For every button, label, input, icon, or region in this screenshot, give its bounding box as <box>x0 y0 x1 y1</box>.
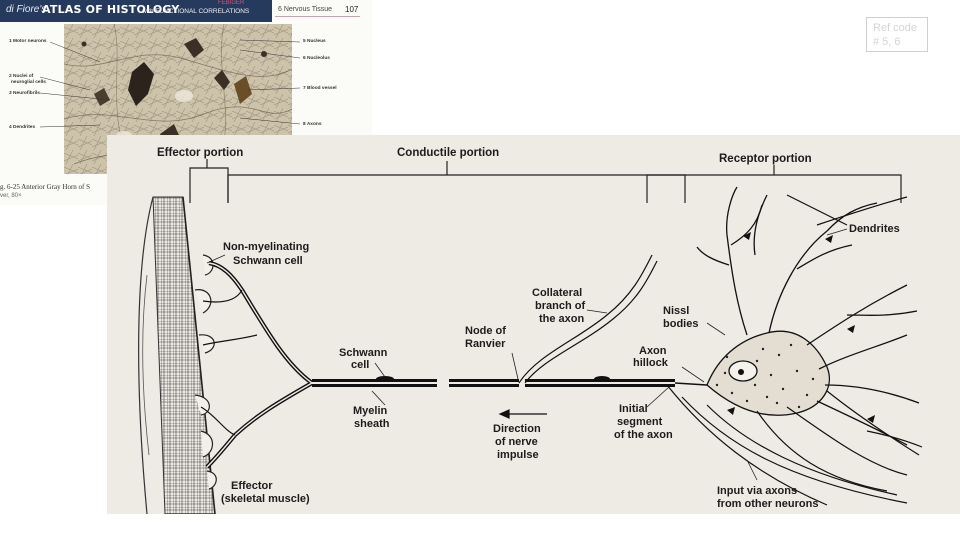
header-conductile-portion: Conductile portion <box>397 147 500 159</box>
label-dendrites: Dendrites <box>849 223 900 235</box>
label-input-neurons: from other neurons <box>717 498 819 510</box>
skeletal-muscle <box>138 196 216 514</box>
label-skeletal-muscle: (skeletal muscle) <box>221 493 310 505</box>
label-schwann-cell: cell <box>351 359 370 371</box>
atlas-figure-caption: g. 6-25 Anterior Gray Horn of S <box>0 183 91 191</box>
portion-brackets <box>189 159 902 203</box>
label-input-axons: Input via axons <box>717 485 798 497</box>
neuron-illustration <box>138 159 923 514</box>
atlas-label-dendrites: 4 Dendrites <box>9 125 36 130</box>
atlas-brand: di Fiore's <box>6 4 47 15</box>
atlas-label-axons: 8 Axons <box>303 122 322 127</box>
ref-code-label: Ref code <box>873 22 918 34</box>
atlas-chapter: 6 Nervous Tissue <box>278 6 333 13</box>
atlas-page-number: 107 <box>345 5 359 14</box>
label-initial-segment: segment <box>617 416 663 428</box>
atlas-label-nucleolus: 6 Nucleolus <box>303 56 330 61</box>
header-receptor-portion: Receptor portion <box>719 153 812 165</box>
label-collateral: Collateral <box>532 287 583 299</box>
input-axons <box>666 194 923 506</box>
neuron-diagram: Effector portion Conductile portion Rece… <box>107 135 960 514</box>
dendrites <box>696 186 920 446</box>
direction-arrow <box>498 409 547 419</box>
atlas-header-rule <box>275 16 360 17</box>
atlas-magnification: ver, 80× <box>0 193 22 199</box>
label-node-ranvier: Ranvier <box>465 338 506 350</box>
atlas-label-nuclei: 2 Nuclei of <box>9 74 34 79</box>
collateral-branch <box>518 254 653 384</box>
label-initial-axon: of the axon <box>614 429 673 441</box>
label-direction-impulse: impulse <box>497 449 539 461</box>
atlas-subtitle: with FUNCTIONAL CORRELATIONS <box>142 8 250 15</box>
ref-code-box: Ref code # 5, 6 <box>866 17 928 52</box>
label-effector: Effector <box>231 480 273 492</box>
cell-body <box>706 330 830 416</box>
atlas-title: ATLAS OF HISTOLOGY <box>42 3 180 16</box>
atlas-label-neurofibrils: 3 Neurofibrils <box>9 91 40 96</box>
label-nissl: Nissl <box>663 305 690 317</box>
label-myelin: Myelin <box>353 405 388 417</box>
atlas-label-neuroglial: neuroglial cells <box>11 80 46 85</box>
label-initial: Initial <box>619 403 648 415</box>
label-nissl-bodies: bodies <box>663 318 699 330</box>
ref-code-number: # 5, 6 <box>873 36 901 48</box>
label-axon-hillock: hillock <box>633 357 668 369</box>
label-direction-nerve: of nerve <box>495 436 538 448</box>
header-effector-portion: Effector portion <box>157 147 244 159</box>
label-collateral-axon: the axon <box>539 313 585 325</box>
atlas-header-bar: di Fiore's ATLAS OF HISTOLOGY with FUNCT… <box>0 0 272 22</box>
label-myelin-sheath: sheath <box>354 418 390 430</box>
label-non-myelinating-schwann: Schwann cell <box>233 255 303 267</box>
label-direction: Direction <box>493 423 541 435</box>
atlas-label-motor-neurons: 1 Motor neurons <box>9 39 47 44</box>
label-axon: Axon <box>639 345 667 357</box>
myelinated-axon <box>312 376 708 387</box>
label-schwann: Schwann <box>339 347 388 359</box>
atlas-label-blood-vessel: 7 Blood vessel <box>303 86 337 91</box>
atlas-label-nucleus: 5 Nucleus <box>303 39 326 44</box>
label-leaders <box>206 228 848 481</box>
atlas-publisher-mark: FEBIGER <box>218 0 245 6</box>
axon-branches <box>205 260 314 469</box>
label-node: Node of <box>465 325 506 337</box>
label-non-myelinating: Non-myelinating <box>223 241 310 253</box>
label-collateral-branch: branch of <box>535 300 586 312</box>
